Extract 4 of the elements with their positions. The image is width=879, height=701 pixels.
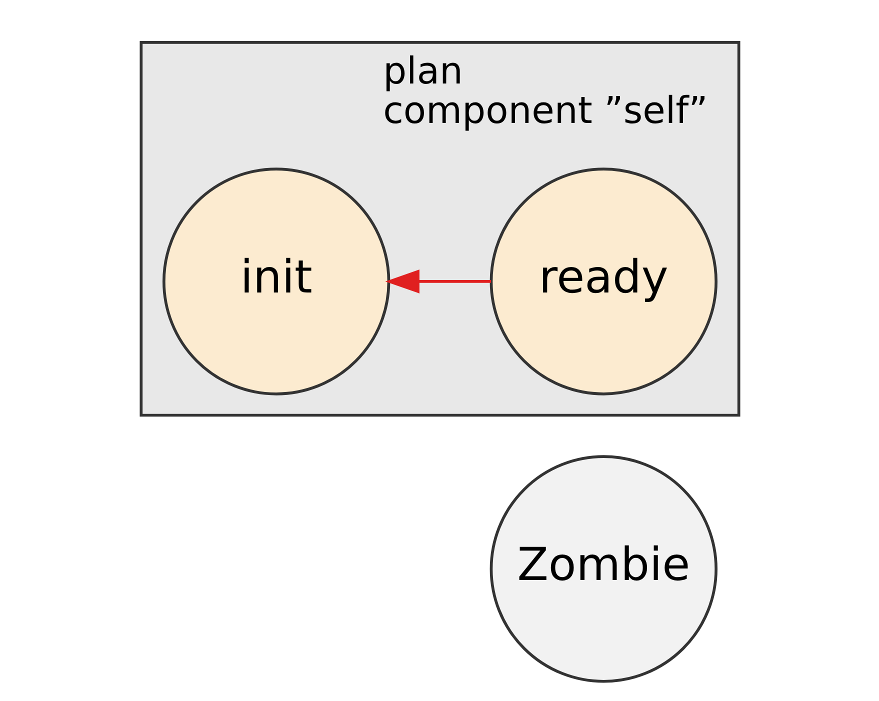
node-circle: ready [489,168,717,396]
node-circle: init [162,168,390,396]
node-circle: Zombie [489,455,717,683]
arrow [384,270,491,294]
